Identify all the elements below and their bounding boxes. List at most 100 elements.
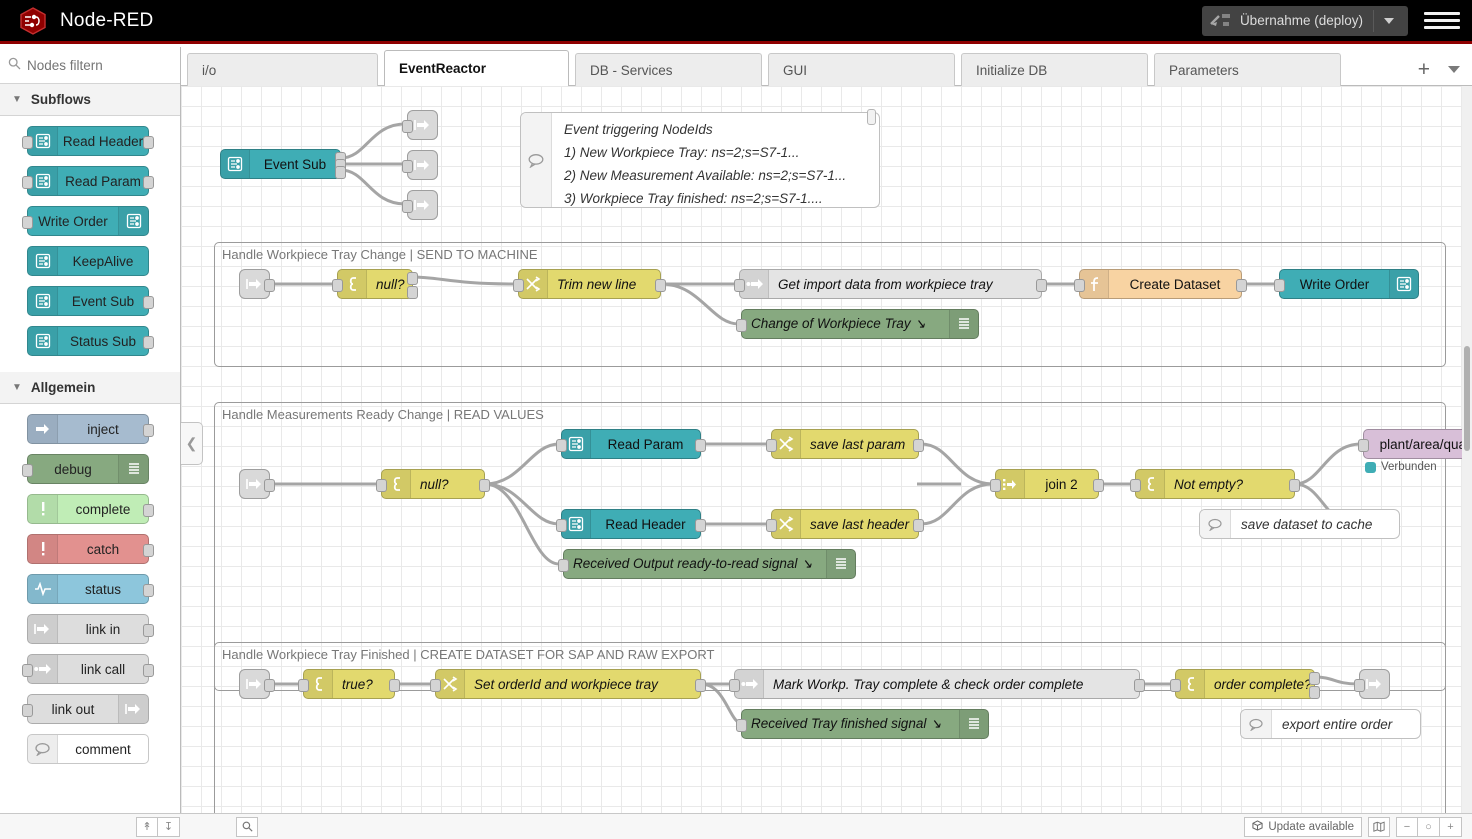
node-input-port[interactable] — [22, 664, 33, 677]
chevrons-up-icon[interactable]: ↟ — [136, 817, 158, 837]
node-output-port[interactable] — [1036, 279, 1047, 292]
node-input-port[interactable] — [1358, 439, 1369, 452]
node-output-port[interactable] — [479, 479, 490, 492]
canvas-node-save-last-header[interactable]: save last header — [771, 509, 919, 539]
node-output-port[interactable] — [143, 504, 154, 517]
canvas-node-mark-workp-complete[interactable]: Mark Workp. Tray complete & check order … — [734, 669, 1140, 699]
node-input-port[interactable] — [1274, 279, 1285, 292]
node-output-port[interactable] — [143, 624, 154, 637]
node-input-port[interactable] — [430, 679, 441, 692]
canvas-link-out-1[interactable] — [407, 110, 438, 140]
canvas-node-switch-null-g2[interactable]: null? — [381, 469, 485, 499]
palette-node-read-param[interactable]: Read Param — [0, 166, 180, 206]
node-input-port[interactable] — [402, 120, 413, 133]
palette-search[interactable] — [0, 47, 180, 84]
tab-eventreactor[interactable]: EventReactor — [384, 50, 569, 86]
node-input-port[interactable] — [736, 319, 747, 332]
canvas-node-read-param[interactable]: Read Param — [561, 429, 701, 459]
node-input-port[interactable] — [22, 136, 33, 149]
node-input-port[interactable] — [1074, 279, 1085, 292]
node-input-port[interactable] — [513, 279, 524, 292]
node-output-port[interactable] — [264, 279, 275, 292]
node-output-port[interactable] — [264, 479, 275, 492]
canvas-node-mqtt-out[interactable]: plant/area/quality/1411005/raw — [1363, 429, 1462, 459]
node-input-port[interactable] — [402, 160, 413, 173]
canvas-link-out-3[interactable] — [407, 190, 438, 220]
node-input-port[interactable] — [298, 679, 309, 692]
canvas-node-get-import-data[interactable]: Get import data from workpiece tray — [739, 269, 1042, 299]
node-input-port[interactable] — [556, 519, 567, 532]
canvas-node-switch-true[interactable]: true? — [303, 669, 395, 699]
canvas-node-event-sub[interactable]: Event Sub — [220, 149, 341, 179]
chevrons-down-icon[interactable]: ↧ — [158, 817, 180, 837]
node-output-port[interactable] — [1236, 279, 1247, 292]
node-output-port[interactable] — [1309, 686, 1320, 699]
canvas-node-write-order[interactable]: Write Order — [1279, 269, 1419, 299]
chevron-down-icon[interactable] — [1384, 18, 1394, 24]
node-input-port[interactable] — [402, 200, 413, 213]
tab-io[interactable]: i/o — [187, 53, 378, 86]
palette-node-link-in[interactable]: link in — [0, 614, 180, 654]
node-output-port[interactable] — [1309, 672, 1320, 685]
palette-node-status-sub[interactable]: Status Sub — [0, 326, 180, 366]
canvas-node-debug-tray-finished[interactable]: Received Tray finished signal ↘ — [741, 709, 989, 739]
node-output-port[interactable] — [913, 519, 924, 532]
canvas-node-create-dataset[interactable]: Create Dataset — [1079, 269, 1242, 299]
node-input-port[interactable] — [734, 279, 745, 292]
node-output-port[interactable] — [1134, 679, 1145, 692]
canvas-node-save-last-param[interactable]: save last param — [771, 429, 919, 459]
node-output-port[interactable] — [143, 544, 154, 557]
palette-node-inject[interactable]: inject — [0, 414, 180, 454]
palette-node-event-sub[interactable]: Event Sub — [0, 286, 180, 326]
map-icon[interactable] — [1368, 817, 1390, 837]
scrollbar-thumb[interactable] — [1464, 346, 1470, 451]
node-input-port[interactable] — [729, 679, 740, 692]
node-output-port[interactable] — [407, 272, 418, 285]
palette-category-subflows[interactable]: ▼ Subflows — [0, 84, 180, 116]
canvas-link-out-2[interactable] — [407, 150, 438, 180]
node-output-port[interactable] — [143, 664, 154, 677]
palette-node-read-header[interactable]: Read Header — [0, 126, 180, 166]
canvas-node-set-orderid[interactable]: Set orderId and workpiece tray — [435, 669, 701, 699]
node-output-port[interactable] — [695, 439, 706, 452]
node-input-port[interactable] — [556, 439, 567, 452]
node-input-port[interactable] — [1130, 479, 1141, 492]
node-output-port[interactable] — [1093, 479, 1104, 492]
canvas-node-read-header[interactable]: Read Header — [561, 509, 701, 539]
palette-node-write-order[interactable]: Write Order — [0, 206, 180, 246]
tab-parameters[interactable]: Parameters — [1154, 53, 1341, 86]
palette-node-complete[interactable]: complete — [0, 494, 180, 534]
zoom-reset-button[interactable]: ○ — [1418, 817, 1440, 837]
node-input-port[interactable] — [990, 479, 1001, 492]
node-input-port[interactable] — [766, 439, 777, 452]
node-output-port[interactable] — [655, 279, 666, 292]
palette-node-keepalive[interactable]: KeepAlive — [0, 246, 180, 286]
canvas-node-debug-change-tray[interactable]: Change of Workpiece Tray ↘ — [741, 309, 979, 339]
deploy-button[interactable]: Übernahme (deploy) — [1202, 6, 1408, 36]
palette-collapse-button[interactable]: ❮ — [181, 422, 203, 465]
canvas-link-in-g2[interactable] — [239, 469, 270, 499]
canvas-link-out-g3[interactable] — [1359, 669, 1390, 699]
node-output-port[interactable] — [143, 336, 154, 349]
palette-node-debug[interactable]: debug — [0, 454, 180, 494]
palette-node-catch[interactable]: catch — [0, 534, 180, 574]
node-input-port[interactable] — [22, 704, 33, 717]
canvas-node-trim-new-line[interactable]: Trim new line — [518, 269, 661, 299]
node-input-port[interactable] — [558, 559, 569, 572]
palette-category-allgemein[interactable]: ▼ Allgemein — [0, 372, 180, 404]
palette-node-link-call[interactable]: link call — [0, 654, 180, 694]
search-icon[interactable] — [236, 817, 258, 837]
canvas-vertical-scrollbar[interactable] — [1462, 86, 1472, 813]
node-output-port[interactable] — [143, 584, 154, 597]
canvas-comment-export-order[interactable]: export entire order — [1240, 709, 1421, 739]
node-input-port[interactable] — [22, 464, 33, 477]
node-input-port[interactable] — [22, 216, 33, 229]
plus-icon[interactable]: + — [1418, 59, 1430, 80]
resize-handle[interactable] — [867, 109, 876, 125]
canvas-link-in-g1[interactable] — [239, 269, 270, 299]
node-output-port[interactable] — [143, 424, 154, 437]
node-output-port[interactable] — [913, 439, 924, 452]
canvas-comment-save-dataset[interactable]: save dataset to cache — [1199, 509, 1400, 539]
canvas-link-in-g3[interactable] — [239, 669, 270, 699]
canvas-node-not-empty[interactable]: Not empty? — [1135, 469, 1295, 499]
